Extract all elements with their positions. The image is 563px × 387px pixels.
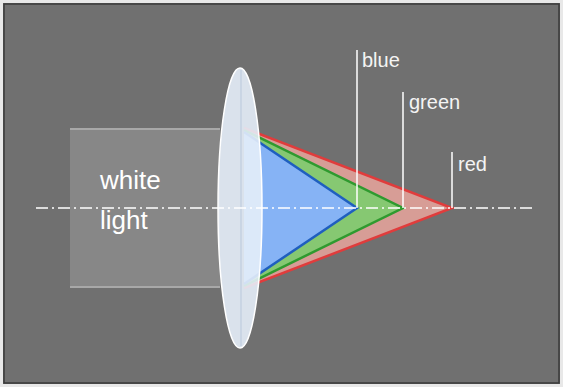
leader-line	[356, 50, 358, 208]
leader-line	[451, 152, 453, 208]
light-beam-band: white light	[70, 128, 220, 288]
color-label: blue	[362, 48, 400, 72]
leader-line	[402, 92, 404, 208]
color-label: green	[409, 90, 460, 114]
color-label: red	[458, 152, 487, 176]
panel-border	[4, 4, 559, 383]
beam-label: white light	[100, 160, 200, 240]
